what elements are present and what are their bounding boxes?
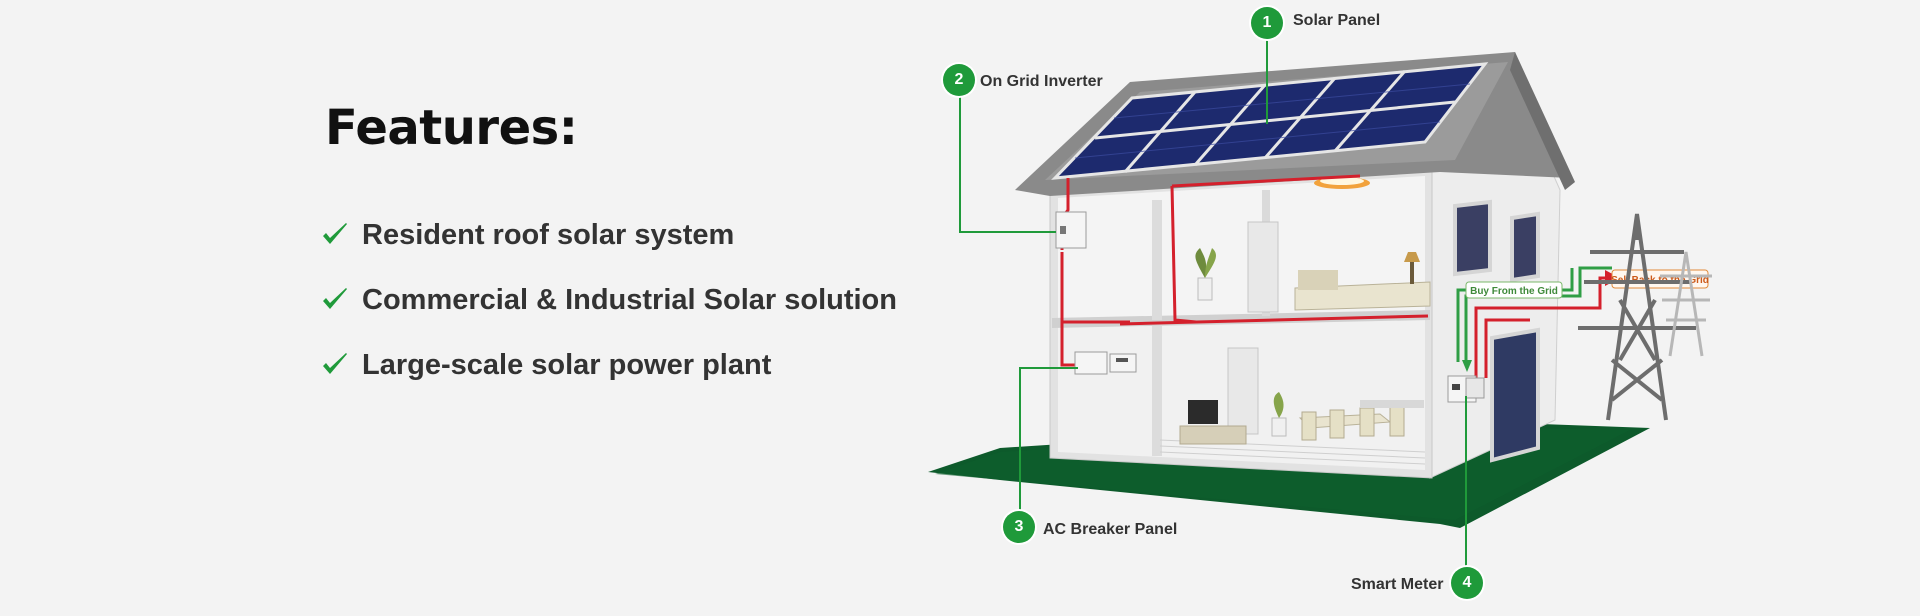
feature-text: Large-scale solar power plant (362, 349, 772, 381)
callout-badge-4: 4 (1451, 567, 1483, 599)
callout-label-solar-panel: Solar Panel (1293, 12, 1381, 29)
buy-from-grid-label: Buy From the Grid (1470, 286, 1558, 297)
breaker-panel-device (1074, 351, 1137, 375)
feature-text: Commercial & Industrial Solar solution (362, 284, 897, 316)
callout-label-smart-meter: Smart Meter (1351, 576, 1444, 593)
smart-meter-device (1447, 375, 1485, 403)
checkmark-icon (323, 222, 347, 244)
checkmark-icon (323, 287, 347, 309)
callout-badge-2: 2 (943, 64, 975, 96)
feature-item: Commercial & Industrial Solar solution (320, 271, 897, 336)
inverter-device (1055, 211, 1087, 249)
feature-list: Resident roof solar system Commercial & … (320, 206, 897, 401)
transmission-tower (1578, 213, 1696, 421)
callout-label-ac-breaker-panel: AC Breaker Panel (1043, 521, 1178, 538)
checkmark-icon (323, 352, 347, 374)
callout-label-on-grid-inverter: On Grid Inverter (980, 73, 1103, 90)
solar-panel-array (1051, 62, 1489, 180)
feature-item: Resident roof solar system (320, 206, 897, 271)
callout-badge-1: 1 (1251, 7, 1283, 39)
feature-text: Resident roof solar system (362, 219, 735, 251)
feature-item: Large-scale solar power plant (320, 336, 897, 401)
features-heading: Features: (325, 100, 578, 156)
callout-badge-3: 3 (1003, 511, 1035, 543)
